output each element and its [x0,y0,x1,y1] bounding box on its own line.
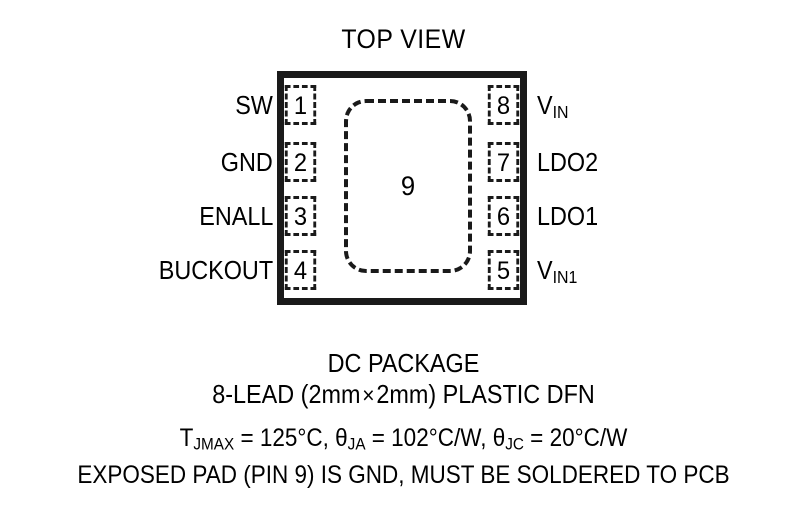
pin-label-ldo1-text: LDO1 [537,201,599,231]
multiply-icon: × [362,382,375,408]
thermal-jc-symbol: θ [492,424,506,452]
pin-label-buckout: BUCKOUT [158,255,273,285]
thermal-jc-subscript: JC [505,434,524,454]
thermal-ja-symbol: θ [335,424,348,452]
pin-label-vin1: VIN1 [537,250,577,297]
thermal-tj-subscript: JMAX [193,434,235,454]
exposed-pad-outline: 9 [344,99,472,273]
caption-thermal-specs: TJMAX = 125°C, θJA = 102°C/W, θJC = 20°C… [40,423,766,460]
caption-block: DC PACKAGE 8-LEAD (2mm×2mm) PLASTIC DFN … [0,348,807,491]
pin-pad-2: 2 [284,142,317,182]
pin-label-vin1-subscript: IN1 [552,266,578,287]
pin-pad-6: 6 [487,196,520,236]
pin-label-ldo2: LDO2 [537,142,598,182]
pin-label-sw: SW [235,90,273,120]
thermal-jc-value: = 20°C/W [523,424,628,452]
pin-label-vin-subscript: IN [552,101,569,122]
pin-pad-1: 1 [284,85,317,125]
pin-pad-3: 3 [284,196,317,236]
thermal-ja-value: = 102°C/W, [365,424,493,452]
pin-pad-7: 7 [487,142,520,182]
pin-pad-4: 4 [284,250,317,290]
pin-label-vin: VIN [537,85,569,132]
pin-pad-5: 5 [487,250,520,290]
pin-label-ldo2-text: LDO2 [537,147,599,177]
pin-pad-8: 8 [487,85,520,125]
pin-label-gnd: GND [220,147,273,177]
caption-lead-pre: 8-LEAD (2mm [212,379,361,409]
pin-label-enall: ENALL [198,201,273,231]
caption-lead-post: 2mm) PLASTIC DFN [376,379,595,409]
caption-package-name: DC PACKAGE [327,348,480,378]
caption-lead-description: 8-LEAD (2mm×2mm) PLASTIC DFN [40,379,766,411]
thermal-tj-symbol: T [179,424,194,452]
exposed-pad-number: 9 [400,170,416,201]
pin-label-vin-text: V [537,90,553,120]
thermal-tj-value: = 125°C, [234,424,336,452]
page-title: TOP VIEW [341,24,466,54]
caption-exposed-pad-note: EXPOSED PAD (PIN 9) IS GND, MUST BE SOLD… [77,460,730,489]
thermal-ja-subscript: JA [347,434,366,454]
pin-label-ldo1: LDO1 [537,196,598,236]
pin-label-vin1-text: V [537,255,553,285]
